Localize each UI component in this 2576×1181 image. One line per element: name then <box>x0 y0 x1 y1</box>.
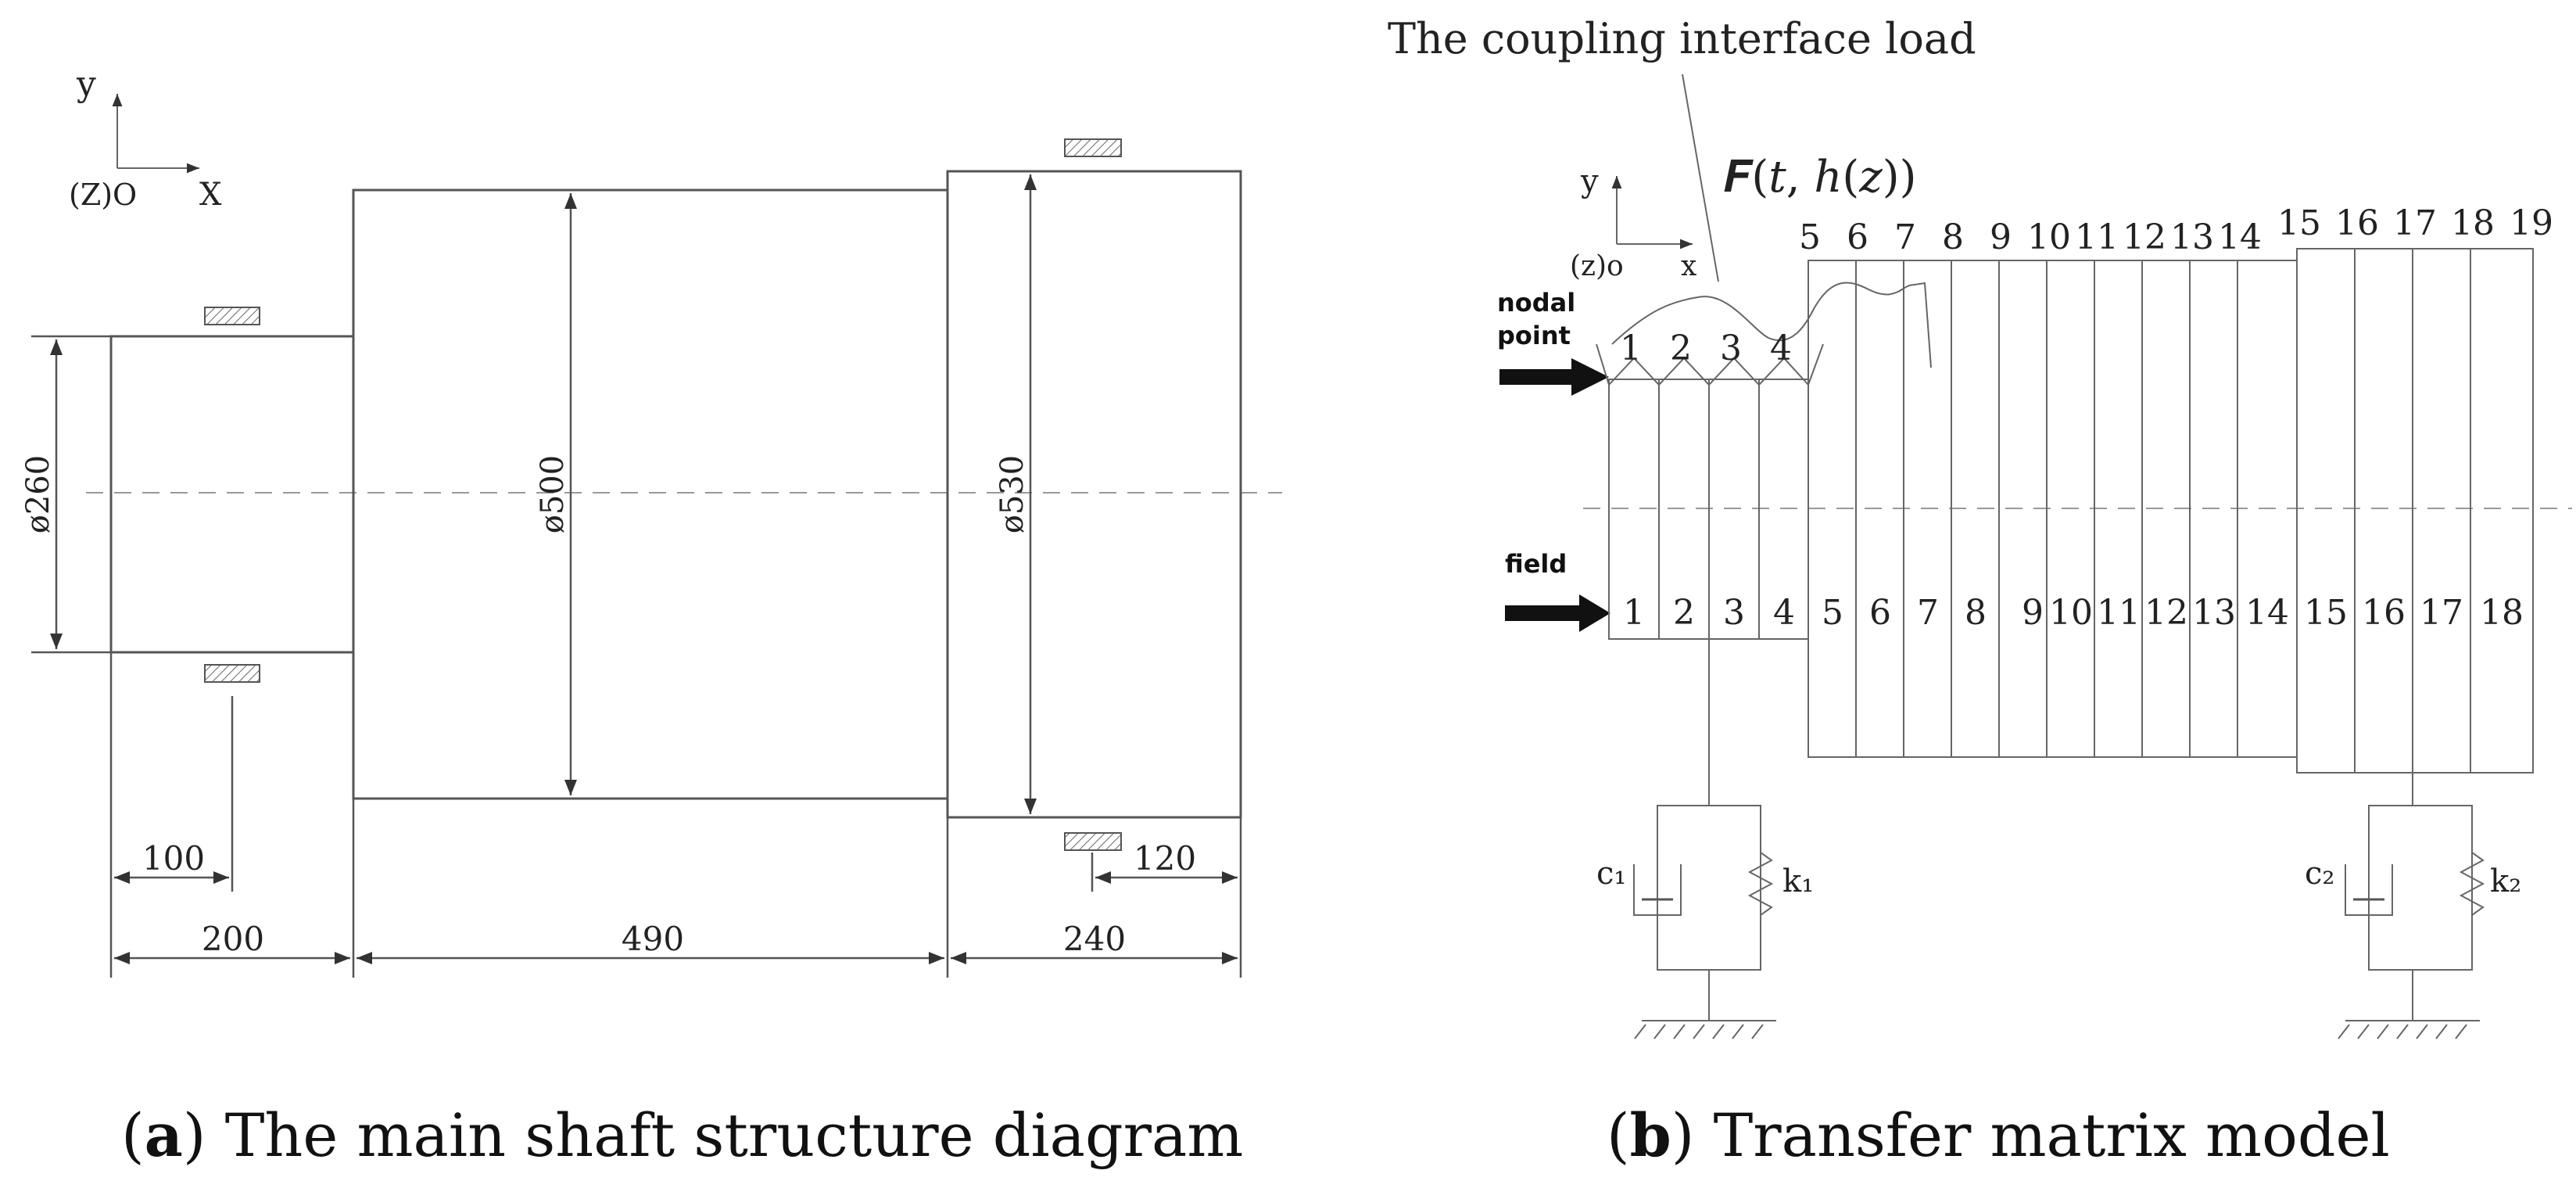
dimension-200: 200 <box>114 920 350 964</box>
node-number: 14 <box>2218 217 2262 257</box>
dimension-120: 120 <box>1095 839 1238 884</box>
field-number: 10 <box>2049 593 2093 633</box>
diameter-label-500: ø500 <box>535 455 571 533</box>
field-number: 9 <box>2022 593 2044 633</box>
node-number: 3 <box>1720 328 1742 368</box>
field-number: 4 <box>1773 593 1795 633</box>
spring-2-label: k₂ <box>2490 863 2521 899</box>
nodal-label-2: point <box>1497 321 1571 350</box>
field-label: field <box>1505 549 1567 579</box>
axis-a-origin-label: (Z)O <box>69 178 137 212</box>
load-curve <box>1611 282 1932 368</box>
field-number: 12 <box>2144 593 2188 633</box>
diameter-dimension-260: ø260 <box>20 335 111 654</box>
damper-2-label: c₂ <box>2305 856 2334 892</box>
axis-a-y-label: y <box>76 64 96 104</box>
caption-b-text: Transfer matrix model <box>1714 1100 2390 1170</box>
node-number: 9 <box>1990 217 2012 257</box>
shaft-section-500 <box>352 188 949 800</box>
shaft-section-530 <box>946 170 1242 819</box>
coupling-load-title: The coupling interface load <box>1388 14 1976 63</box>
axis-b-y-label: y <box>1580 163 1599 199</box>
node-number: 19 <box>2510 203 2553 243</box>
diameter-dimension-500: ø500 <box>535 193 577 795</box>
axis-a-x-label: X <box>199 177 222 213</box>
node-numbers: 1 2 3 4 5 6 7 8 9 10 11 12 13 14 15 16 1… <box>1620 203 2553 368</box>
caption-b-letter: b <box>1630 1100 1671 1170</box>
node-number: 6 <box>1847 217 1868 257</box>
bearing-hatch-bottom-2 <box>1064 832 1122 851</box>
coupling-load-leader <box>1682 74 1719 282</box>
dimension-100: 100 <box>114 839 229 884</box>
caption-a-text: The main shaft structure diagram <box>225 1100 1244 1170</box>
field-number: 17 <box>2420 593 2463 633</box>
field-arrow <box>1505 594 1610 632</box>
node-number: 1 <box>1620 328 1642 368</box>
field-number: 1 <box>1623 593 1645 633</box>
caption-a: (a) The main shaft structure diagram <box>121 1100 1243 1170</box>
field-number: 13 <box>2192 593 2236 633</box>
node-number: 12 <box>2123 217 2166 257</box>
load-formula: 𝑭(𝑡, ℎ(𝑧)) <box>1724 152 1916 203</box>
dimension-label-120: 120 <box>1134 839 1196 878</box>
field-number: 2 <box>1673 593 1695 633</box>
bearing-hatch-top-2 <box>1064 138 1122 157</box>
node-number: 7 <box>1894 217 1916 257</box>
field-number: 14 <box>2245 593 2289 633</box>
node-number: 13 <box>2170 217 2214 257</box>
node-number: 5 <box>1799 217 1821 257</box>
node-number: 2 <box>1670 328 1692 368</box>
bearing-hatch-top-1 <box>204 307 260 325</box>
field-number: 3 <box>1723 593 1745 633</box>
node-number: 4 <box>1770 328 1792 368</box>
dimension-label-490: 490 <box>622 920 684 958</box>
axis-a: y X (Z)O <box>69 64 222 213</box>
dimension-label-240: 240 <box>1063 920 1126 958</box>
diameter-label-530: ø530 <box>994 455 1030 533</box>
field-number: 8 <box>1965 593 1987 633</box>
shaft-b-section-3 <box>2296 248 2534 774</box>
bearing-hatch-bottom-1 <box>204 664 260 683</box>
field-number: 6 <box>1869 593 1891 633</box>
node-number: 11 <box>2075 217 2119 257</box>
panel-a-shaft-structure: y X (Z)O ø260 ø500 ø530 <box>20 64 1282 1170</box>
node-number: 18 <box>2451 203 2495 243</box>
dimension-490: 490 <box>356 920 944 964</box>
damper-1-label: c₁ <box>1596 856 1626 892</box>
panel-b-transfer-matrix: The coupling interface load 𝑭(𝑡, ℎ(𝑧)) y… <box>1388 14 2572 1170</box>
dimension-label-200: 200 <box>202 920 264 958</box>
nodal-label-1: nodal <box>1497 288 1575 318</box>
field-number: 11 <box>2097 593 2141 633</box>
shaft-section-260 <box>109 335 355 654</box>
spring-1-label: k₁ <box>1782 863 1814 899</box>
axis-b-origin-label: (z)o <box>1570 250 1624 282</box>
field-numbers: 1 2 3 4 5 6 7 8 9 10 11 12 13 14 15 16 1… <box>1623 593 2524 633</box>
support-1: c₁ k₁ <box>1596 639 1814 1039</box>
axis-b: y x (z)o <box>1570 163 1696 282</box>
node-number: 8 <box>1942 217 1964 257</box>
caption-b: (b) Transfer matrix model <box>1607 1100 2390 1170</box>
field-number: 5 <box>1822 593 1843 633</box>
diameter-label-260: ø260 <box>20 455 56 533</box>
dimension-240: 240 <box>951 920 1238 964</box>
field-dividers <box>1658 249 2471 773</box>
node-number: 16 <box>2335 203 2379 243</box>
field-number: 15 <box>2304 593 2348 633</box>
node-number: 15 <box>2277 203 2321 243</box>
axis-b-x-label: x <box>1681 250 1696 282</box>
field-number: 16 <box>2362 593 2406 633</box>
diameter-dimension-530: ø530 <box>994 174 1037 814</box>
field-number: 7 <box>1917 593 1939 633</box>
caption-a-letter: a <box>145 1100 183 1170</box>
dimension-label-100: 100 <box>142 839 205 878</box>
support-2: c₂ k₂ <box>2305 773 2521 1039</box>
nodal-zigzag <box>1596 343 1824 386</box>
nodal-point-arrow <box>1499 358 1609 396</box>
node-number: 10 <box>2027 217 2071 257</box>
field-number: 18 <box>2480 593 2524 633</box>
node-number: 17 <box>2393 203 2437 243</box>
